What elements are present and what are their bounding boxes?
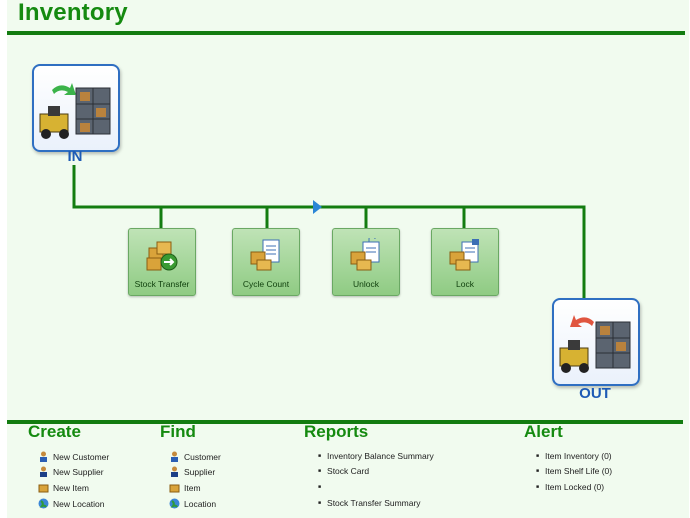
find-customer-link[interactable]: Customer: [169, 451, 221, 462]
new-item-label: New Item: [53, 482, 89, 493]
cycle-count-icon: [250, 239, 280, 271]
cycle-count-label: Cycle Count: [242, 279, 290, 289]
report-stock-transfer-summary[interactable]: Stock Transfer Summary: [318, 498, 421, 508]
footer-divider: [7, 420, 683, 424]
header-divider: [7, 31, 685, 35]
lock-icon: [449, 239, 479, 271]
lock-button[interactable]: Lock: [431, 228, 499, 296]
stock-transfer-icon: [146, 241, 178, 271]
cycle-count-button[interactable]: Cycle Count: [232, 228, 300, 296]
out-label: OUT: [579, 385, 611, 402]
customer-icon: [38, 451, 49, 462]
find-item-label: Item: [184, 482, 201, 493]
flow-connector: [72, 165, 586, 298]
find-customer-label: Customer: [184, 451, 221, 462]
alert-item-locked[interactable]: Item Locked (0): [536, 482, 604, 492]
reports-title: Reports: [304, 422, 369, 441]
alert-item-inventory[interactable]: Item Inventory (0): [536, 451, 612, 461]
find-title: Find: [160, 422, 196, 441]
unlock-icon: [350, 238, 380, 271]
globe-icon: [38, 498, 49, 509]
find-location-link[interactable]: Location: [169, 498, 216, 509]
item-icon: [38, 482, 49, 493]
find-supplier-link[interactable]: Supplier: [169, 466, 215, 477]
stock-transfer-label: Stock Transfer: [134, 279, 190, 289]
flow-arrow-icon: [313, 200, 322, 214]
new-supplier-label: New Supplier: [53, 466, 104, 477]
find-location-label: Location: [184, 498, 217, 509]
report-inventory-balance-summary[interactable]: Inventory Balance Summary: [318, 451, 434, 461]
new-customer-link[interactable]: New Customer: [38, 451, 109, 462]
create-title: Create: [28, 422, 81, 441]
find-supplier-label: Supplier: [184, 466, 216, 477]
stock-transfer-button[interactable]: Stock Transfer: [128, 228, 196, 296]
item-icon: [169, 482, 180, 493]
alert-title: Alert: [524, 422, 563, 441]
new-location-label: New Location: [53, 498, 105, 509]
in-label: IN: [67, 148, 83, 165]
find-item-link[interactable]: Item: [169, 482, 201, 493]
new-location-link[interactable]: New Location: [38, 498, 105, 509]
report-stock-card[interactable]: Stock Card: [318, 466, 369, 476]
page-title: Inventory: [18, 0, 128, 26]
inventory-out-icon: [559, 315, 631, 373]
inventory-in-icon: [39, 83, 111, 139]
new-customer-label: New Customer: [53, 451, 110, 462]
inventory-in-button[interactable]: [32, 64, 120, 152]
report-blank[interactable]: [318, 482, 327, 492]
supplier-icon: [169, 466, 180, 477]
inventory-out-button[interactable]: [552, 298, 640, 386]
supplier-icon: [38, 466, 49, 477]
lock-label: Lock: [456, 279, 474, 289]
new-item-link[interactable]: New Item: [38, 482, 89, 493]
alert-item-shelf-life[interactable]: Item Shelf Life (0): [536, 466, 612, 476]
new-supplier-link[interactable]: New Supplier: [38, 466, 104, 477]
globe-icon: [169, 498, 180, 509]
unlock-label: Unlock: [353, 279, 379, 289]
unlock-button[interactable]: Unlock: [332, 228, 400, 296]
customer-icon: [169, 451, 180, 462]
